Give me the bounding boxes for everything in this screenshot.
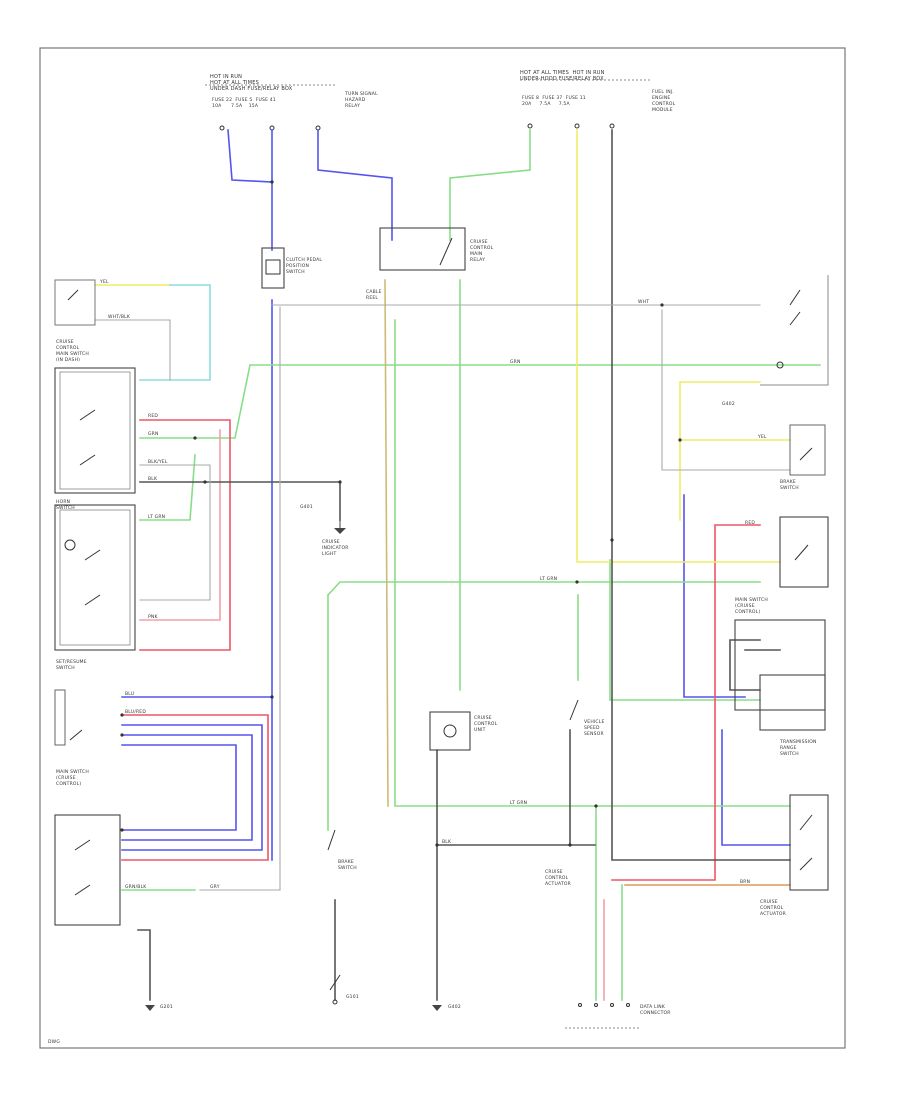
ground-bottom-left-label: G201	[160, 1005, 173, 1010]
actuator-label: CRUISE CONTROL ACTUATOR	[760, 900, 786, 917]
yellow-wires	[94, 129, 791, 886]
wire-label-grn-mid: GRN	[510, 360, 521, 365]
fuse-box-right-label: HOT AT ALL TIMES HOT IN RUN UNDER-HOOD F…	[520, 70, 605, 82]
control-unit-label: CRUISE CONTROL UNIT	[474, 716, 498, 733]
wire-label-lt-grn-bottom: LT GRN	[510, 801, 528, 806]
cable-reel-label: CABLE REEL	[366, 290, 382, 301]
cruise-main-switch	[54, 279, 136, 494]
relay-icon	[379, 227, 466, 271]
brake-light-switch-label: BRAKE SWITCH	[780, 480, 799, 491]
ground-icon	[334, 520, 346, 534]
bottom-connector-label: DATA LINK CONNECTOR	[640, 1005, 671, 1016]
right-switch-top	[760, 275, 829, 386]
main-switch-right-label: MAIN SWITCH (CRUISE CONTROL)	[735, 598, 768, 615]
ground-bottom-right-label: G402	[448, 1005, 461, 1010]
wire-label-wht-blk: WHT/BLK	[108, 315, 131, 320]
wire-label-brn: BRN	[740, 880, 751, 885]
fuse-box-left-fuses: FUSE 22 FUSE 5 FUSE 41 10A 7.5A 15A	[212, 98, 276, 109]
red-wires	[121, 419, 761, 1001]
wire-label-blk: BLK	[148, 477, 158, 482]
mid-switch-label: BRAKE SWITCH	[338, 860, 357, 871]
fuse-box-right	[520, 79, 650, 129]
footer-label: DWG	[48, 1040, 61, 1045]
switch-icon	[261, 247, 285, 289]
green-wires	[121, 129, 821, 1001]
diagram-frame	[39, 47, 846, 1049]
brake-switch-label: CLUTCH PEDAL POSITION SWITCH	[286, 258, 323, 275]
brake-switch	[789, 424, 826, 476]
wire-label-lt-grn-mid: LT GRN	[540, 577, 558, 582]
tcm-label: TRANSMISSION RANGE SWITCH	[780, 740, 817, 757]
fuse-box-left	[205, 84, 335, 131]
wire-label-wht: WHT	[638, 300, 650, 305]
ground-bottom-mid-label: G101	[346, 995, 359, 1000]
wire-label-pnk: PNK	[148, 615, 158, 620]
wire-label-blk-bottom: BLK	[442, 840, 452, 845]
actuator	[789, 794, 829, 891]
right-top-switch-label: G402	[722, 402, 735, 407]
vss-label: VEHICLE SPEED SENSOR	[584, 720, 605, 737]
main-switch-bottom	[54, 814, 121, 926]
control-unit	[429, 711, 471, 751]
switch-icon	[327, 699, 579, 991]
left-group-1-label: CRUISE CONTROL MAIN SWITCH (IN DASH)	[56, 340, 89, 363]
wire-label-blk-yel: BLK/YEL	[148, 460, 168, 465]
horn-setresume-switch	[54, 504, 136, 651]
actuator-small-label: CRUISE CONTROL ACTUATOR	[545, 870, 571, 887]
junction-dots	[120, 180, 682, 847]
wire-label-grn: GRN	[148, 432, 159, 437]
wire-label-red-right: RED	[745, 521, 756, 526]
left-group-3-label: SET/RESUME SWITCH	[56, 660, 87, 671]
left-group-2-label: HORN SWITCH	[56, 500, 75, 511]
wire-label-grn-blk: GRN/BLK	[125, 885, 147, 890]
fuse-box-left-note: TURN SIGNAL HAZARD RELAY	[345, 92, 378, 109]
fuse-box-right-fuses: FUSE 8 FUSE 37 FUSE 11 20A 7.5A 7.5A	[522, 96, 586, 107]
wire-label-yel: YEL	[100, 280, 109, 285]
main-switch-right	[779, 516, 829, 588]
cable-reel-switch	[54, 689, 83, 746]
connector-icon	[565, 1003, 640, 1029]
fuse-box-left-label: HOT IN RUN HOT AT ALL TIMES UNDER DASH F…	[210, 74, 293, 92]
wire-label-yel-right: YEL	[758, 435, 767, 440]
wire-label-red: RED	[148, 414, 159, 419]
wire-label-lt-grn: LT GRN	[148, 515, 166, 520]
ground-icon	[145, 999, 442, 1011]
cyan-wires	[139, 284, 211, 381]
fuse-box-right-note: FUEL INJ. ENGINE CONTROL MODULE	[652, 90, 676, 113]
wire-label-blu: BLU	[125, 692, 135, 697]
indicator-label: CRUISE INDICATOR LIGHT	[322, 540, 349, 557]
black-wires	[94, 129, 791, 1001]
relay-label: CRUISE CONTROL MAIN RELAY	[470, 240, 494, 263]
ground-left-label: G401	[300, 505, 313, 510]
transmission-range-switch	[734, 619, 826, 731]
main-switch-left-label: MAIN SWITCH (CRUISE CONTROL)	[56, 770, 89, 787]
wire-label-gry: GRY	[210, 885, 220, 890]
wire-label-blu-red: BLU/RED	[125, 710, 147, 715]
